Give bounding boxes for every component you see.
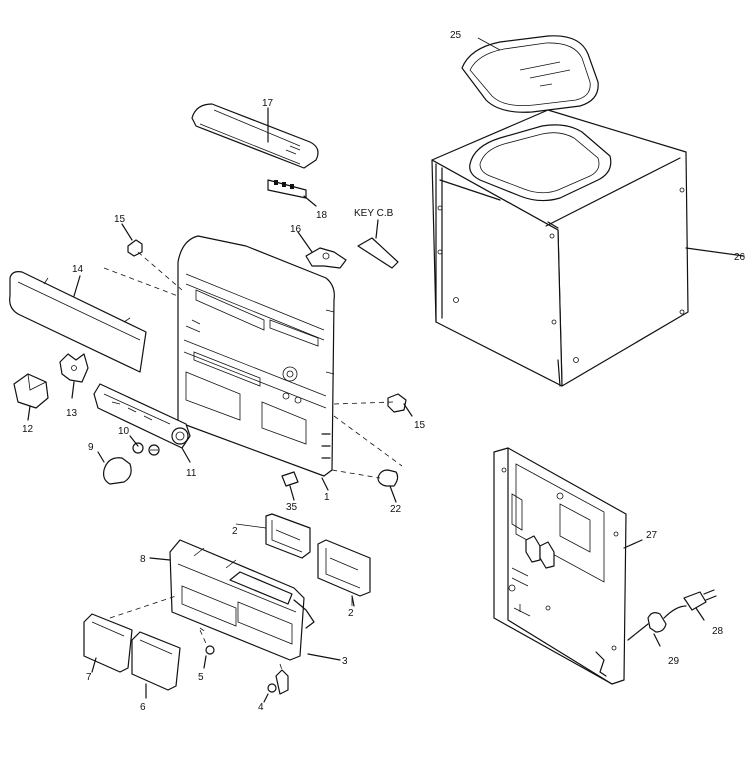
part-key-cb xyxy=(357,219,399,269)
callout-26: 26 xyxy=(734,252,746,263)
assembly-lines-upper xyxy=(103,251,403,479)
part-35-clip xyxy=(281,471,299,501)
callout-2: 2 xyxy=(232,526,238,537)
callout-28: 28 xyxy=(712,626,724,637)
callout-16: 16 xyxy=(290,224,302,235)
part-14-front-panel xyxy=(9,271,147,373)
callout-labels: 1 2 2 3 4 5 6 7 8 9 10 11 12 13 14 15 15… xyxy=(22,30,746,713)
part-25-top-panel xyxy=(461,35,599,113)
callout-6: 6 xyxy=(140,702,146,713)
callout-22: 22 xyxy=(390,504,402,515)
callout-10: 10 xyxy=(118,426,130,437)
callout-13: 13 xyxy=(66,408,78,419)
callout-29: 29 xyxy=(668,656,680,667)
part-9-knob xyxy=(97,451,132,485)
part-22-peg xyxy=(377,469,399,503)
part-12-clamp xyxy=(13,373,49,421)
callout-11: 11 xyxy=(186,468,197,479)
part-8-cassette-deck xyxy=(149,539,341,661)
callout-9: 9 xyxy=(88,442,94,453)
callout-14: 14 xyxy=(72,264,84,275)
callout-35: 35 xyxy=(286,502,298,513)
callout-7: 7 xyxy=(86,672,92,683)
callout-27: 27 xyxy=(646,530,658,541)
part-29-cord-bushing xyxy=(627,612,667,647)
part-6-cassette-door xyxy=(131,631,181,699)
callout-15: 15 xyxy=(114,214,126,225)
callout-3: 3 xyxy=(342,656,348,667)
part-2-upper-bracket xyxy=(265,513,311,559)
part-15-lower-knob xyxy=(387,393,413,417)
callout-key-cb: KEY C.B xyxy=(354,208,394,219)
part-28-power-cord xyxy=(663,589,717,621)
callout-12: 12 xyxy=(22,424,34,435)
part-11-control-strip xyxy=(93,383,191,463)
part-16-bracket xyxy=(297,231,347,269)
part-2-right-bracket xyxy=(317,539,371,607)
part-7-cassette-door xyxy=(83,613,133,673)
leader-lines xyxy=(235,37,501,606)
callout-5: 5 xyxy=(198,672,204,683)
part-17-top-strip xyxy=(191,103,319,169)
callout-4: 4 xyxy=(258,702,264,713)
callout-1: 1 xyxy=(324,492,330,503)
part-18-switch-board xyxy=(267,179,317,207)
part-27-back-panel xyxy=(493,447,643,685)
callout-17: 17 xyxy=(262,98,274,109)
part-15-upper-knob xyxy=(121,223,143,257)
callout-18: 18 xyxy=(316,210,328,221)
callout-8: 8 xyxy=(140,554,146,565)
part-26-cabinet xyxy=(431,109,745,387)
callout-15: 15 xyxy=(414,420,426,431)
part-10-small-knob xyxy=(129,435,160,456)
part-4-screw xyxy=(263,669,289,703)
part-1-front-chassis xyxy=(177,235,335,491)
part-5-screw xyxy=(199,627,215,669)
callout-25: 25 xyxy=(450,30,462,41)
callout-2: 2 xyxy=(348,608,354,619)
part-13-bracket xyxy=(59,353,89,399)
